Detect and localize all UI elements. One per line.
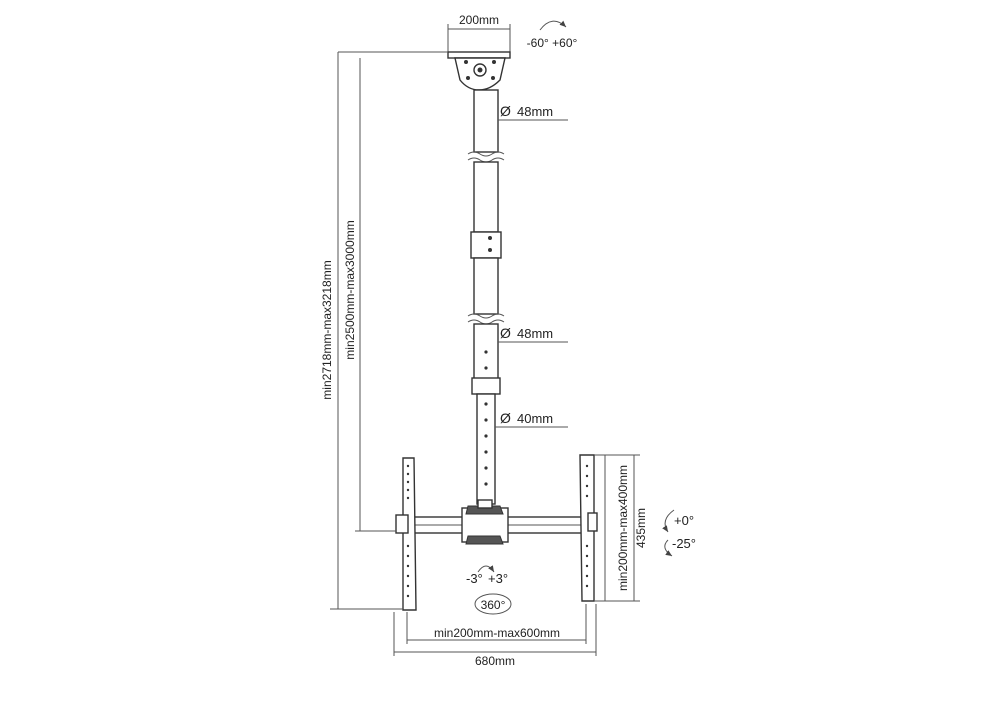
pole-upper-dia-label: 48mm — [517, 104, 553, 119]
level-right-label: +3° — [488, 571, 508, 586]
diameter-symbol-3: Ø — [500, 410, 511, 426]
diameter-leaders — [495, 119, 568, 428]
rotation-ring — [474, 593, 512, 615]
rotation-label: 360° — [481, 598, 506, 612]
pole-middle-dia-label: 48mm — [517, 326, 553, 341]
pole-lower-dia-label: 40mm — [517, 411, 553, 426]
level-left-label: -3° — [466, 571, 483, 586]
level-arrow — [477, 565, 495, 573]
swivel-arrow-top — [539, 20, 567, 31]
horizontal-hole-label: min200mm-max600mm — [434, 626, 560, 640]
pole-height-label: min2500mm-max3000mm — [343, 220, 357, 359]
tilt-up-label: +0° — [674, 513, 694, 528]
tilt-arrow-up — [662, 509, 675, 533]
diameter-symbol-2: Ø — [500, 325, 511, 341]
overall-width-label: 680mm — [475, 654, 515, 668]
vertical-hole-label: min200mm-max400mm — [616, 465, 630, 591]
diameter-symbol-1: Ø — [500, 103, 511, 119]
swivel-top-label: -60° +60° — [527, 36, 578, 50]
tilt-arrow-down — [664, 539, 673, 557]
dimension-lines — [330, 51, 640, 656]
ceiling-plate — [447, 24, 511, 91]
arm-height-label: 435mm — [634, 508, 648, 548]
total-height-label: min2718mm-max3218mm — [320, 260, 334, 399]
tv-bracket — [395, 454, 598, 611]
telescopic-pole — [467, 89, 505, 505]
tilt-down-label: -25° — [672, 536, 696, 551]
plate-width-label: 200mm — [459, 13, 499, 27]
